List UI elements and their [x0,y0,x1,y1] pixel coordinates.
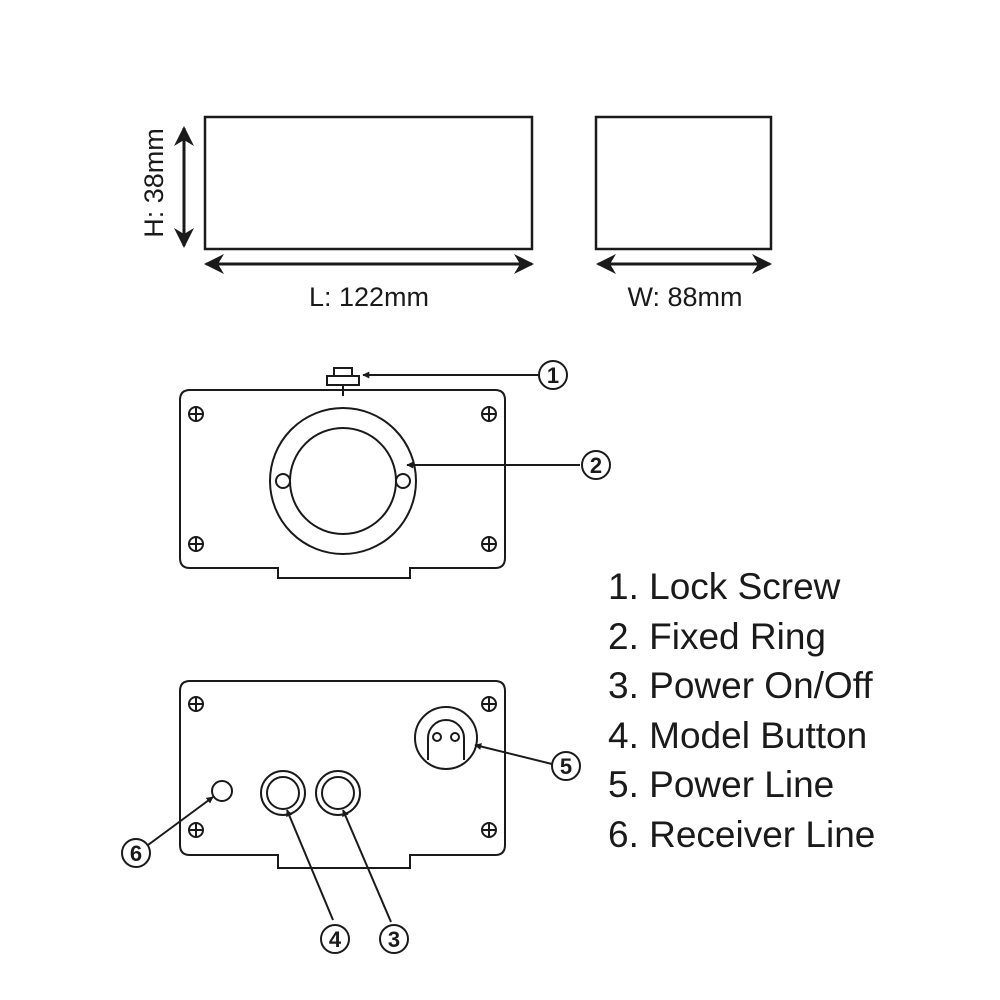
screw-icon [481,822,497,838]
svg-text:1: 1 [547,363,559,388]
callout-3: 3 [379,924,409,954]
legend-item: 2. Fixed Ring [608,615,826,657]
callout-1: 1 [538,360,568,390]
model-button [260,770,306,816]
width-label: W: 88mm [627,282,742,312]
screw-icon [188,696,204,712]
lock-screw [326,367,360,396]
svg-text:3: 3 [388,927,400,952]
screw-icon [481,696,497,712]
front-panel [179,367,506,579]
callout-5: 5 [551,751,581,781]
screw-icon [188,822,204,838]
legend-item: 3. Power On/Off [608,665,873,707]
back-panel [179,680,506,869]
callout-6: 6 [121,838,151,868]
screw-icon [481,406,497,422]
power-switch [315,770,361,816]
callout-4: 4 [320,924,350,954]
parts-legend: 1. Lock Screw 2. Fixed Ring 3. Power On/… [608,562,875,860]
callout-2: 2 [581,450,611,480]
svg-text:2: 2 [590,453,602,478]
svg-text:6: 6 [130,841,142,866]
screw-icon [481,536,497,552]
svg-text:4: 4 [329,927,342,952]
legend-item: 5. Power Line [608,764,835,806]
height-label: H: 38mm [139,128,169,238]
leader-lines [147,371,580,923]
length-label: L: 122mm [309,282,429,312]
legend-item: 1. Lock Screw [608,566,841,607]
fixed-ring [269,407,417,555]
power-line-connector [414,706,478,770]
legend-item: 6. Receiver Line [608,813,876,855]
svg-text:5: 5 [560,754,572,779]
width-view [594,115,773,251]
receiver-line-jack [211,780,233,802]
length-view [203,115,534,251]
screw-icon [188,536,204,552]
legend-item: 4. Model Button [608,714,868,756]
screw-icon [188,406,204,422]
